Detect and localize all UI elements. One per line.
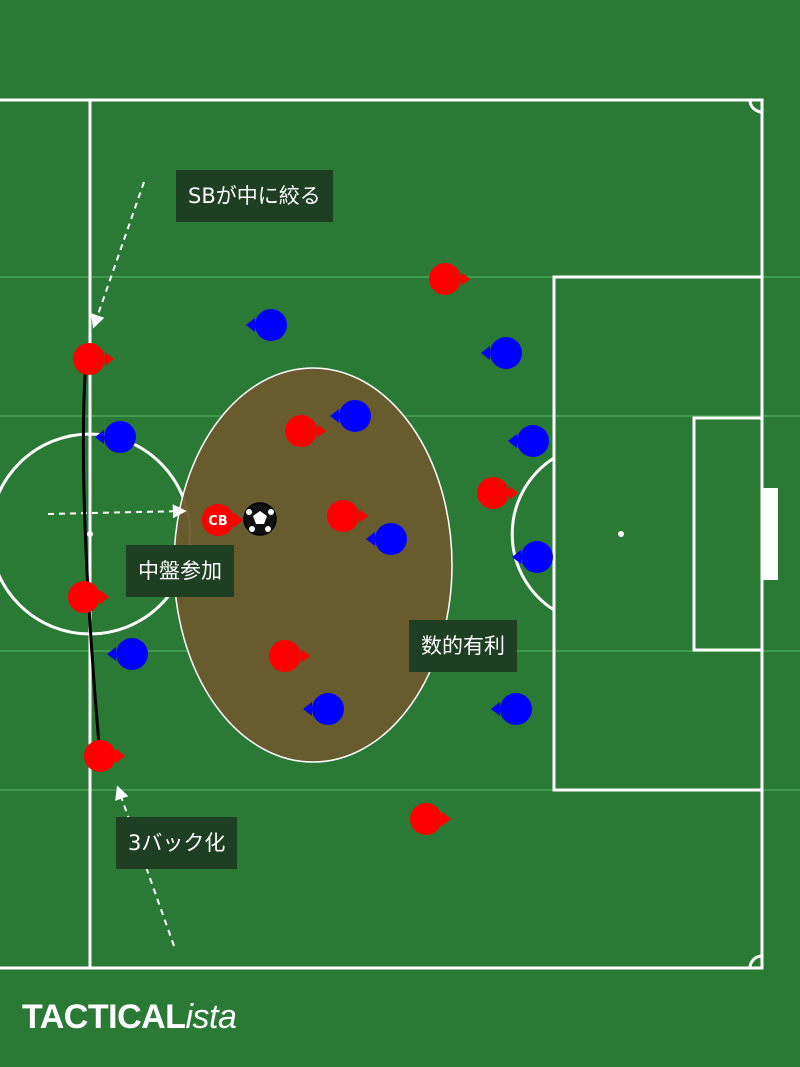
red-player[interactable]	[68, 581, 109, 613]
blue-player[interactable]	[512, 541, 553, 573]
blue-player[interactable]	[107, 638, 148, 670]
annotation-midfield-join: 中盤参加	[126, 545, 234, 597]
corner-arc-bottom	[748, 954, 763, 969]
blue-player[interactable]	[246, 309, 287, 341]
players-layer: CB	[68, 263, 553, 835]
red-player[interactable]	[327, 500, 368, 532]
blue-player[interactable]	[366, 523, 407, 555]
cb-badge-label: CB	[208, 514, 227, 529]
red-player[interactable]	[84, 740, 125, 772]
red-player[interactable]	[410, 803, 451, 835]
red-player[interactable]	[477, 477, 518, 509]
annotation-sb-narrow: SBが中に絞る	[176, 170, 333, 222]
penalty-arc	[510, 456, 555, 612]
back-line-curve	[81, 359, 102, 757]
blue-player[interactable]	[508, 425, 549, 457]
red-player[interactable]	[73, 343, 114, 375]
blue-player[interactable]	[491, 693, 532, 725]
blue-player[interactable]	[303, 693, 344, 725]
annotation-back-three: 3バック化	[116, 817, 238, 869]
corner-arc-top	[748, 99, 763, 114]
blue-player[interactable]	[330, 400, 371, 432]
red-player[interactable]	[285, 415, 326, 447]
brand-logo: TACTICALista	[22, 998, 237, 1037]
blue-player[interactable]	[481, 337, 522, 369]
annotation-numerical-advantage: 数的有利	[409, 620, 517, 672]
cb-player[interactable]: CB	[202, 504, 243, 536]
brand-main: TACTICAL	[22, 998, 186, 1036]
red-player[interactable]	[429, 263, 470, 295]
red-player[interactable]	[269, 640, 310, 672]
midfield-join-arrow	[47, 504, 187, 519]
soccer-ball-icon[interactable]	[243, 502, 277, 536]
sb-narrow-arrow	[91, 181, 145, 329]
brand-suffix: ista	[185, 998, 237, 1036]
blue-player[interactable]	[95, 421, 136, 453]
back-three-arrow	[115, 785, 175, 947]
center-spot	[87, 531, 93, 537]
goal	[762, 488, 778, 580]
penalty-spot	[618, 531, 624, 537]
